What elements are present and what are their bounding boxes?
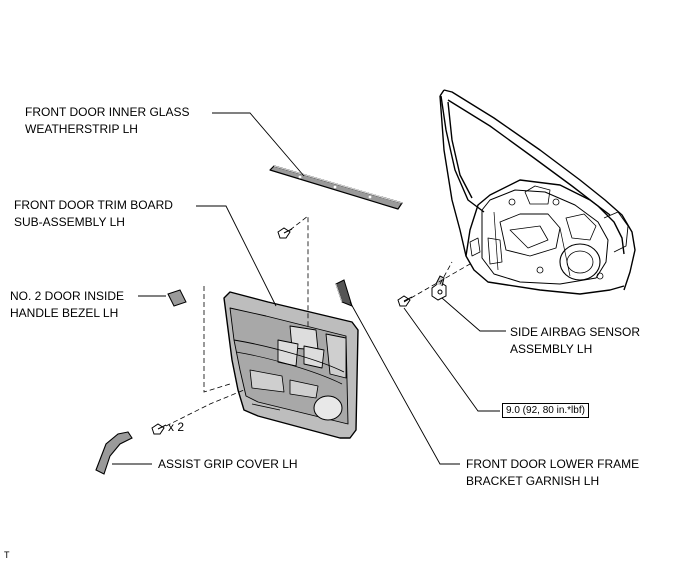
inner-glass-weatherstrip	[269, 165, 403, 210]
airbag-sensor-bolt	[397, 295, 413, 307]
label-line: NO. 2 DOOR INSIDE	[10, 289, 125, 303]
label-line: WEATHERSTRIP LH	[25, 122, 138, 136]
label-lower-frame-garnish: FRONT DOOR LOWER FRAME BRACKET GARNISH L…	[466, 456, 639, 490]
clip-quantity: x 2	[168, 420, 185, 434]
trim-board-panel	[223, 291, 359, 439]
front-door-frame	[439, 89, 636, 295]
label-trim-board: FRONT DOOR TRIM BOARD SUB-ASSEMBLY LH	[14, 197, 173, 231]
label-line: SUB-ASSEMBLY LH	[14, 215, 125, 229]
door-bottom-screw	[151, 423, 167, 435]
label-line: FRONT DOOR INNER GLASS	[25, 105, 190, 119]
label-handle-bezel: NO. 2 DOOR INSIDE HANDLE BEZEL LH	[10, 288, 124, 322]
label-line: BRACKET GARNISH LH	[466, 474, 600, 488]
trim-board-screw	[277, 227, 293, 239]
label-line: FRONT DOOR TRIM BOARD	[14, 198, 173, 212]
label-line: SIDE AIRBAG SENSOR	[510, 325, 641, 339]
label-line: FRONT DOOR LOWER FRAME	[466, 457, 640, 471]
leader-lines	[112, 112, 506, 465]
label-assist-grip-cover: ASSIST GRIP COVER LH	[158, 456, 298, 473]
label-side-airbag-sensor: SIDE AIRBAG SENSOR ASSEMBLY LH	[510, 324, 640, 358]
torque-spec-box: 9.0 (92, 80 in.*lbf)	[502, 403, 589, 418]
lower-frame-bracket-garnish	[335, 279, 353, 307]
corner-code: T	[4, 550, 10, 560]
assist-grip-cover	[95, 431, 133, 475]
inside-handle-bezel	[167, 289, 187, 307]
label-line: HANDLE BEZEL LH	[10, 306, 119, 320]
label-line: ASSIST GRIP COVER LH	[158, 457, 298, 471]
installation-guide-lines	[165, 215, 471, 427]
label-line: ASSEMBLY LH	[510, 342, 593, 356]
side-airbag-sensor	[431, 275, 447, 301]
label-inner-glass-weatherstrip: FRONT DOOR INNER GLASS WEATHERSTRIP LH	[25, 104, 189, 138]
